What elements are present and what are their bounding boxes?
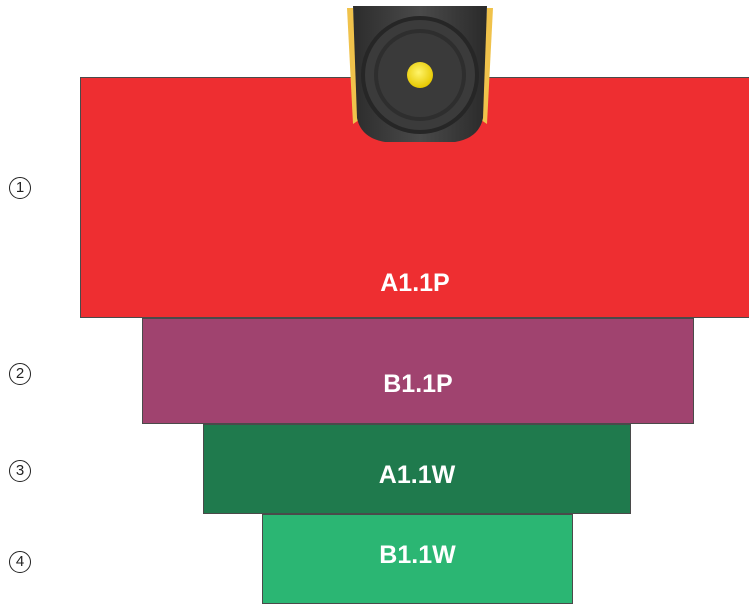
zone-3-number: 3 <box>9 460 31 482</box>
zone-1-label: A1.1P <box>380 269 450 297</box>
zone-4-number: 4 <box>9 551 31 573</box>
zone-4-block: B1.1W <box>262 514 573 604</box>
sensor-icon <box>347 6 493 142</box>
zone-4-label: B1.1W <box>379 541 456 569</box>
zone-2-block: B1.1P <box>142 318 694 424</box>
zone-3-block: A1.1W <box>203 424 631 514</box>
zone-2-number: 2 <box>9 363 31 385</box>
zone-1-number: 1 <box>9 177 31 199</box>
zone-2-label: B1.1P <box>383 370 453 398</box>
zone-3-label: A1.1W <box>378 461 456 489</box>
